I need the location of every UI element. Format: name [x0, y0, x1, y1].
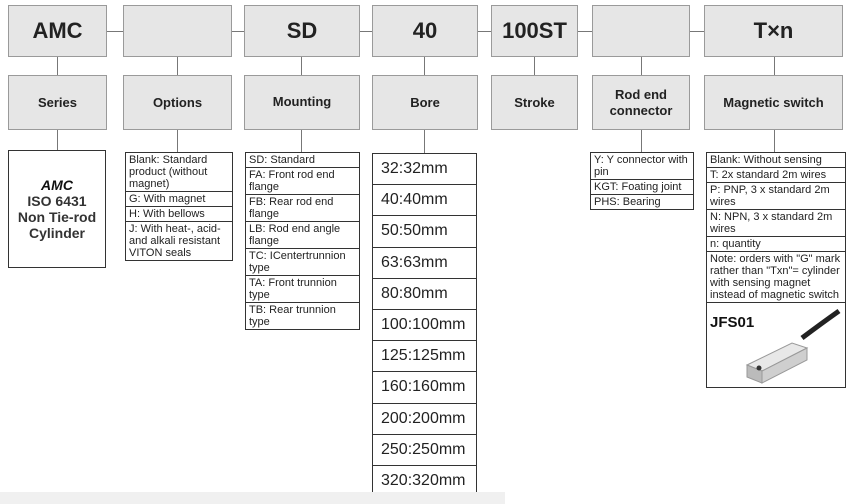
series-name: AMC — [41, 177, 73, 193]
label-options: Options — [123, 75, 232, 130]
options-list: Blank: Standard product (without magnet)… — [125, 152, 233, 261]
connector — [690, 31, 704, 32]
list-item: TB: Rear trunnion type — [249, 304, 336, 328]
list-item: 320:320mm — [381, 472, 466, 490]
list-item: Blank: Standard product (without magnet) — [126, 153, 232, 192]
connector — [534, 57, 535, 75]
list-item: TA: Front trunnion type — [246, 276, 359, 303]
series-type: Non Tie-rod — [17, 209, 97, 225]
series-box: AMC ISO 6431 Non Tie-rod Cylinder — [8, 150, 106, 268]
list-item: 40:40mm — [373, 185, 476, 217]
code-options — [123, 5, 232, 57]
label-rod-end: Rod end connector — [592, 75, 690, 130]
code-stroke: 100ST — [491, 5, 578, 57]
list-item: 80:80mm — [373, 279, 476, 310]
list-item: Note: orders with "G" mark rather than "… — [707, 252, 845, 303]
list-item: LB: Rod end angle flange — [246, 222, 359, 249]
label-mounting: Mounting — [244, 75, 360, 130]
list-item: 160:160mm — [373, 372, 476, 404]
connector — [578, 31, 592, 32]
list-item: 250:250mm — [373, 435, 476, 466]
list-item: G: With magnet — [126, 192, 232, 207]
code-bore: 40 — [372, 5, 478, 57]
list-item: J: With heat-, acid- and alkali resistan… — [129, 223, 221, 259]
list-item: 125:125mm — [373, 341, 476, 373]
code-series: AMC — [8, 5, 107, 57]
list-item: 200:200mm — [373, 404, 476, 435]
list-item: KGT: Foating joint — [591, 180, 693, 195]
list-item: PHS: Bearing — [594, 196, 661, 208]
list-item: n: quantity — [707, 237, 845, 252]
list-item: 63:63mm — [373, 248, 476, 279]
list-item: Blank: Without sensing — [707, 153, 845, 168]
series-type-2: Cylinder — [28, 225, 85, 241]
label-series: Series — [8, 75, 107, 130]
list-item: 100:100mm — [373, 310, 476, 342]
connector — [232, 31, 244, 32]
sensor-image-cell: JFS01 — [707, 303, 845, 387]
bore-list: 32:32mm 40:40mm 50:50mm 63:63mm 80:80mm … — [372, 153, 477, 499]
list-item: 50:50mm — [373, 216, 476, 248]
list-item: Y: Y connector with pin — [591, 153, 693, 180]
magnetic-switch-list: Blank: Without sensing T: 2x standard 2m… — [706, 152, 846, 388]
connector — [478, 31, 491, 32]
sensor-icon — [745, 308, 841, 384]
sensor-label: JFS01 — [710, 314, 755, 331]
code-magnetic-switch: T×n — [704, 5, 843, 57]
code-mounting: SD — [244, 5, 360, 57]
series-standard: ISO 6431 — [27, 193, 87, 209]
label-bore: Bore — [372, 75, 478, 130]
list-item: FB: Rear rod end flange — [246, 195, 359, 222]
list-item: N: NPN, 3 x standard 2m wires — [707, 210, 845, 237]
list-item: FA: Front rod end flange — [246, 168, 359, 195]
label-magnetic-switch: Magnetic switch — [704, 75, 843, 130]
list-item: P: PNP, 3 x standard 2m wires — [707, 183, 845, 210]
list-item: TC: ICentertrunnion type — [246, 249, 359, 276]
connector — [360, 31, 372, 32]
connector — [107, 31, 123, 32]
mounting-list: SD: Standard FA: Front rod end flange FB… — [245, 152, 360, 330]
list-item: 32:32mm — [373, 154, 476, 186]
code-rod-end — [592, 5, 690, 57]
bottom-strip — [0, 492, 505, 504]
list-item: T: 2x standard 2m wires — [707, 168, 845, 183]
list-item: SD: Standard — [246, 153, 359, 168]
rod-end-list: Y: Y connector with pin KGT: Foating joi… — [590, 152, 694, 210]
list-item: H: With bellows — [126, 207, 232, 222]
label-stroke: Stroke — [491, 75, 578, 130]
